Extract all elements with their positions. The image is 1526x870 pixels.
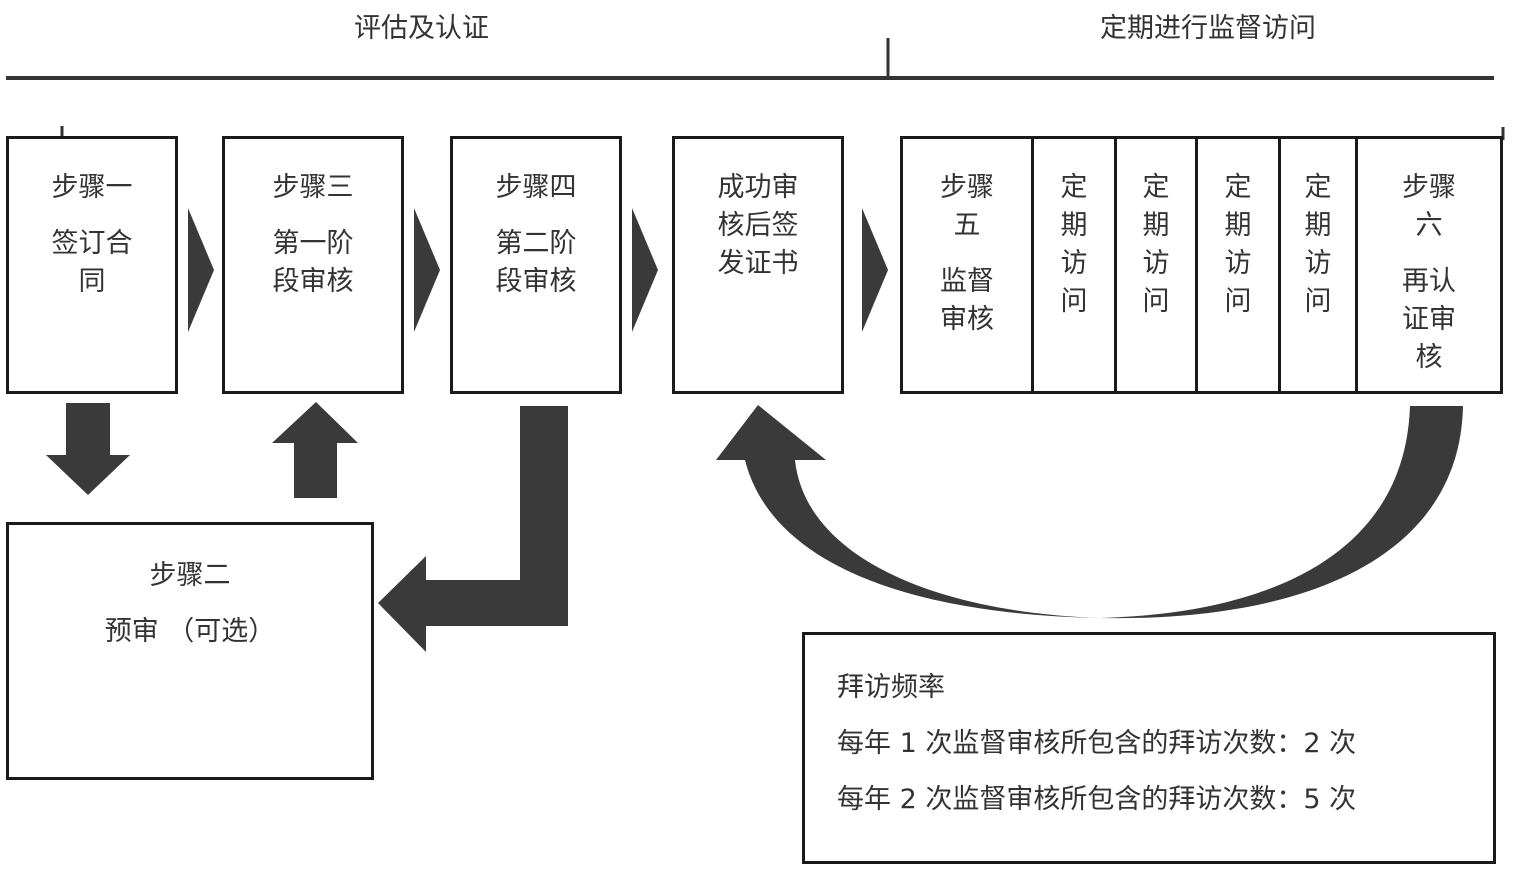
arrow-curve-back-icon [716, 405, 1463, 619]
step6-line4: 证审 [1402, 304, 1456, 335]
step5-line1: 步骤 [940, 172, 994, 203]
certificate-line3: 发证书 [717, 248, 799, 279]
step1-box: 步骤一 签订合 同 [6, 136, 178, 394]
certificate-line2: 核后签 [717, 210, 799, 241]
step1-title: 步骤一 [51, 172, 133, 203]
step1-body-line2: 同 [78, 266, 106, 297]
step5-line2: 五 [953, 210, 981, 241]
visit-char: 定 [1142, 172, 1170, 203]
chevron-right-icon [188, 208, 214, 332]
step3-box: 步骤三 第一阶 段审核 [222, 136, 404, 394]
visit-char: 定 [1224, 172, 1252, 203]
visit-char: 问 [1060, 286, 1088, 317]
step5-line3: 监督 [940, 266, 994, 297]
visit-char: 定 [1060, 172, 1088, 203]
visit-char: 问 [1304, 286, 1332, 317]
step2-title: 步骤二 [149, 560, 231, 591]
step6-line3: 再认 [1402, 266, 1456, 297]
arrow-return-icon [378, 406, 568, 652]
step3-title: 步骤三 [272, 172, 354, 203]
step2-box: 步骤二 预审 （可选） [6, 522, 374, 780]
frequency-line2: 每年 2 次监督审核所包含的拜访次数：5 次 [837, 784, 1357, 815]
step4-body-line2: 段审核 [495, 266, 577, 297]
step6-box: 步骤 六 再认 证审 核 [1355, 136, 1503, 394]
step6-line1: 步骤 [1402, 172, 1456, 203]
visit-char: 定 [1304, 172, 1332, 203]
visit-char: 访 [1142, 248, 1170, 279]
step1-body-line1: 签订合 [51, 228, 133, 259]
periodic-visit-box: 定 期 访 问 [1278, 136, 1358, 394]
frequency-line1: 每年 1 次监督审核所包含的拜访次数：2 次 [837, 728, 1357, 759]
step5-line4: 审核 [940, 304, 994, 335]
chevron-right-icon [414, 208, 440, 332]
visit-char: 期 [1224, 210, 1252, 241]
chevron-right-icon [862, 208, 888, 332]
step6-line5: 核 [1415, 342, 1443, 373]
arrow-up-icon [272, 402, 358, 498]
header-surveillance-visits: 定期进行监督访问 [1100, 13, 1316, 44]
step3-body-line2: 段审核 [272, 266, 354, 297]
visit-char: 访 [1060, 248, 1088, 279]
step6-line2: 六 [1415, 210, 1443, 241]
frequency-title: 拜访频率 [837, 672, 945, 703]
visit-char: 期 [1304, 210, 1332, 241]
visit-char: 问 [1224, 286, 1252, 317]
visit-char: 期 [1142, 210, 1170, 241]
step2-body: 预审 （可选） [104, 616, 276, 647]
arrow-down-icon [46, 403, 130, 495]
step5-box: 步骤 五 监督 审核 [900, 136, 1034, 394]
periodic-visit-box: 定 期 访 问 [1195, 136, 1281, 394]
certificate-line1: 成功审 [717, 172, 799, 203]
visit-frequency-box: 拜访频率 每年 1 次监督审核所包含的拜访次数：2 次 每年 2 次监督审核所包… [802, 632, 1496, 864]
periodic-visit-box: 定 期 访 问 [1114, 136, 1198, 394]
step4-box: 步骤四 第二阶 段审核 [450, 136, 622, 394]
visit-char: 访 [1224, 248, 1252, 279]
visit-char: 问 [1142, 286, 1170, 317]
step4-title: 步骤四 [495, 172, 577, 203]
periodic-visit-box: 定 期 访 问 [1031, 136, 1117, 394]
chevron-right-icon [632, 208, 658, 332]
step4-body-line1: 第二阶 [495, 228, 577, 259]
certificate-box: 成功审 核后签 发证书 [672, 136, 844, 394]
step3-body-line1: 第一阶 [272, 228, 354, 259]
header-assessment-certification: 评估及认证 [354, 13, 489, 44]
visit-char: 访 [1304, 248, 1332, 279]
visit-char: 期 [1060, 210, 1088, 241]
